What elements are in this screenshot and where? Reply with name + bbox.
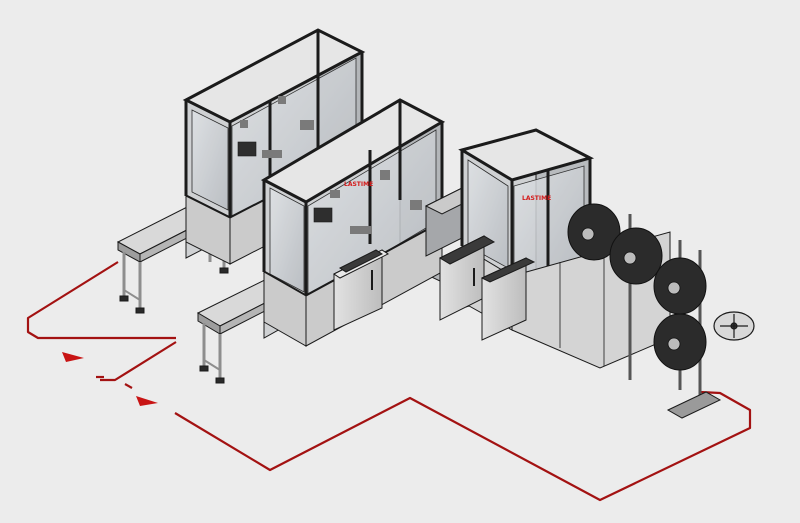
- flow-arrow-icon: [62, 352, 84, 362]
- roller-hubs: [581, 227, 681, 351]
- brand-label: LASTIME: [522, 195, 551, 202]
- electrical-cabinet-1: [333, 249, 389, 331]
- unwind-reel: [713, 311, 755, 341]
- flow-arrow-icon: [136, 396, 158, 406]
- brand-label: LASTIME: [344, 181, 373, 188]
- electrical-cabinet-3: [480, 257, 536, 341]
- electrical-cabinet-2: [438, 235, 496, 321]
- floor-route-dashes: [96, 375, 133, 389]
- floor-route-line: [26, 261, 752, 502]
